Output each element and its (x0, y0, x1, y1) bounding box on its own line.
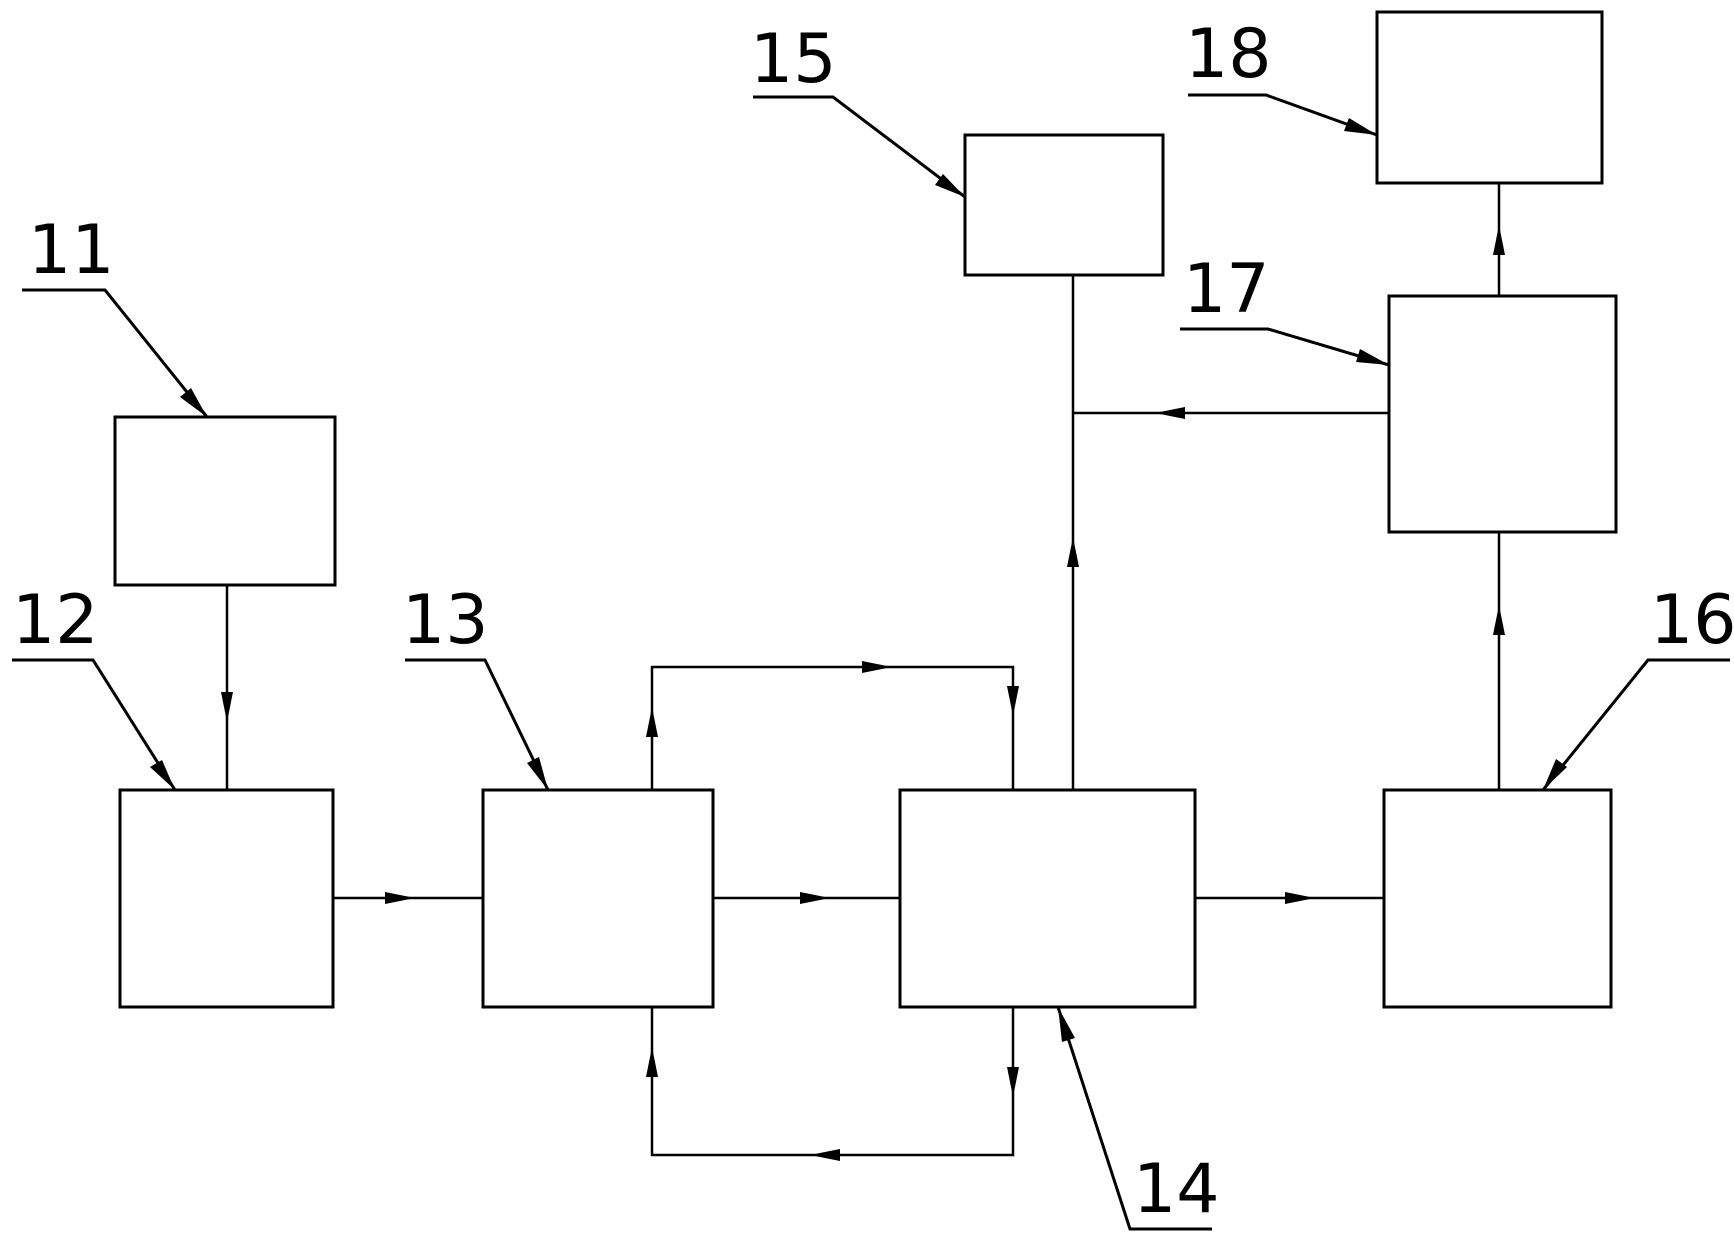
block-15 (963, 133, 1165, 277)
block-12 (118, 788, 335, 1009)
arrowhead-up-14-15 (1067, 537, 1079, 567)
leader-17 (1180, 327, 1390, 367)
label-11: 11 (28, 211, 115, 290)
arrowhead-up-13-loop (646, 707, 658, 737)
leader-18 (1188, 93, 1378, 137)
arrowhead-right-12-13 (385, 892, 415, 904)
leader-13 (405, 658, 550, 791)
block-11 (113, 415, 337, 587)
arrowhead-right-14-16 (1285, 892, 1315, 904)
block-18 (1375, 10, 1604, 185)
leader-15 (753, 95, 966, 199)
block-16 (1382, 788, 1613, 1009)
leader-16 (1541, 658, 1730, 791)
arrowhead-up-16-17 (1493, 605, 1505, 635)
leader-arrow-16 (1543, 759, 1567, 790)
arrowhead-down-14-loop (1007, 1067, 1019, 1097)
arrowhead-up-17-18 (1493, 225, 1505, 255)
label-18: 18 (1185, 15, 1272, 94)
leader-arrow-13 (527, 757, 548, 790)
leader-arrow-15 (935, 174, 965, 197)
leader-14 (1056, 1006, 1212, 1231)
arrowhead-right-top-loop (862, 661, 892, 673)
label-13: 13 (402, 581, 489, 660)
label-16: 16 (1650, 581, 1734, 660)
label-14: 14 (1133, 1150, 1220, 1229)
block-14 (898, 788, 1197, 1009)
label-15: 15 (750, 20, 837, 99)
leader-11 (22, 288, 209, 418)
arrowhead-down-11-12 (221, 692, 233, 722)
leader-arrow-14 (1058, 1007, 1075, 1042)
loop-top-13-to-14 (650, 665, 1015, 790)
block-13 (481, 788, 715, 1009)
label-12: 12 (12, 581, 99, 660)
arrowhead-right-13-14 (800, 892, 830, 904)
leader-arrow-18 (1344, 118, 1377, 135)
leader-arrow-11 (180, 388, 207, 417)
leader-12 (12, 658, 177, 791)
arrowhead-left-17-15 (1155, 407, 1185, 419)
label-17: 17 (1183, 250, 1270, 329)
loop-bottom-14-to-13 (650, 1007, 1015, 1157)
arrowhead-down-top-loop-14 (1007, 686, 1019, 716)
block-17 (1387, 294, 1618, 534)
leader-arrow-12 (150, 760, 175, 790)
arrowhead-up-bottom-loop-13 (646, 1047, 658, 1077)
leader-arrow-17 (1356, 349, 1389, 365)
arrowhead-left-bottom-loop (810, 1149, 840, 1161)
